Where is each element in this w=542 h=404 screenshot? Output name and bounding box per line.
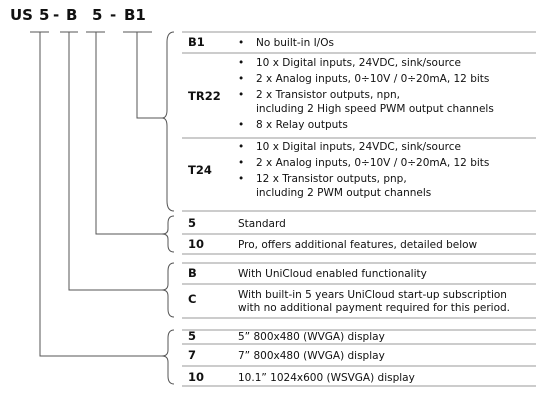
display-options: 5 5” 800x480 (WVGA) display 7 7” 800x480… xyxy=(188,329,415,384)
option-desc: 2 x Analog inputs, 0÷10V / 0÷20mA, 12 bi… xyxy=(256,157,489,169)
option-desc: with no additional payment required for … xyxy=(238,302,510,314)
option-key-b: B xyxy=(188,266,197,280)
option-desc: 10 x Digital inputs, 24VDC, sink/source xyxy=(256,57,461,69)
brace-io xyxy=(161,31,175,212)
option-key-7: 7 xyxy=(188,348,196,362)
brace-cloud xyxy=(161,262,175,318)
option-key-5: 5 xyxy=(188,329,196,343)
option-desc: With built-in 5 years UniCloud start-up … xyxy=(238,289,507,301)
code-display-size: 5 xyxy=(39,6,49,24)
option-key-10: 10 xyxy=(188,370,204,384)
option-desc: 8 x Relay outputs xyxy=(256,119,348,131)
option-key-tr22: TR22 xyxy=(188,89,221,103)
code-dash-1: - xyxy=(53,6,59,24)
io-options: B1 • No built-in I/Os TR22 • 10 x Digita… xyxy=(188,35,494,199)
bullet-icon: • xyxy=(238,157,244,169)
code-dash-2: - xyxy=(110,6,116,24)
connector-cloud xyxy=(68,32,162,291)
option-key-5: 5 xyxy=(188,216,196,230)
bullet-icon: • xyxy=(238,173,244,185)
option-key-10: 10 xyxy=(188,237,204,251)
bullet-icon: • xyxy=(238,37,244,49)
bullet-icon: • xyxy=(238,89,244,101)
code-prefix: US xyxy=(10,6,33,24)
option-key-t24: T24 xyxy=(188,163,212,177)
model-code: US 5 - B 5 - B1 xyxy=(10,6,146,24)
option-desc: 5” 800x480 (WVGA) display xyxy=(238,331,385,343)
option-desc: including 2 PWM output channels xyxy=(256,187,431,199)
dividers xyxy=(182,31,536,387)
option-desc: 12 x Transistor outputs, pnp, xyxy=(256,173,407,185)
brace-version xyxy=(161,215,175,253)
braces xyxy=(161,31,175,385)
option-desc: Standard xyxy=(238,218,286,230)
option-desc: With UniCloud enabled functionality xyxy=(238,268,427,280)
bullet-icon: • xyxy=(238,141,244,153)
cloud-options: B With UniCloud enabled functionality C … xyxy=(188,266,510,314)
connector-display-size xyxy=(39,32,162,357)
bullet-icon: • xyxy=(238,119,244,131)
bullet-icon: • xyxy=(238,73,244,85)
code-io: B1 xyxy=(124,6,146,24)
option-desc: 10.1” 1024x600 (WSVGA) display xyxy=(238,372,415,384)
option-desc: No built-in I/Os xyxy=(256,37,334,49)
brace-display-size xyxy=(161,329,175,385)
option-key-c: C xyxy=(188,292,196,306)
option-desc: Pro, offers additional features, detaile… xyxy=(238,239,478,251)
code-version: 5 xyxy=(92,6,102,24)
option-key-b1: B1 xyxy=(188,35,205,49)
bullet-icon: • xyxy=(238,57,244,69)
option-desc: 10 x Digital inputs, 24VDC, sink/source xyxy=(256,141,461,153)
option-desc: 7” 800x480 (WVGA) display xyxy=(238,350,385,362)
option-desc: 2 x Analog inputs, 0÷10V / 0÷20mA, 12 bi… xyxy=(256,73,489,85)
connector-lines xyxy=(39,32,162,357)
connector-version xyxy=(95,32,162,235)
code-cloud: B xyxy=(66,6,77,24)
option-desc: including 2 High speed PWM output channe… xyxy=(256,103,494,115)
option-desc: 2 x Transistor outputs, npn, xyxy=(256,89,400,101)
connector-io xyxy=(136,32,162,119)
version-options: 5 Standard 10 Pro, offers additional fea… xyxy=(188,216,478,251)
